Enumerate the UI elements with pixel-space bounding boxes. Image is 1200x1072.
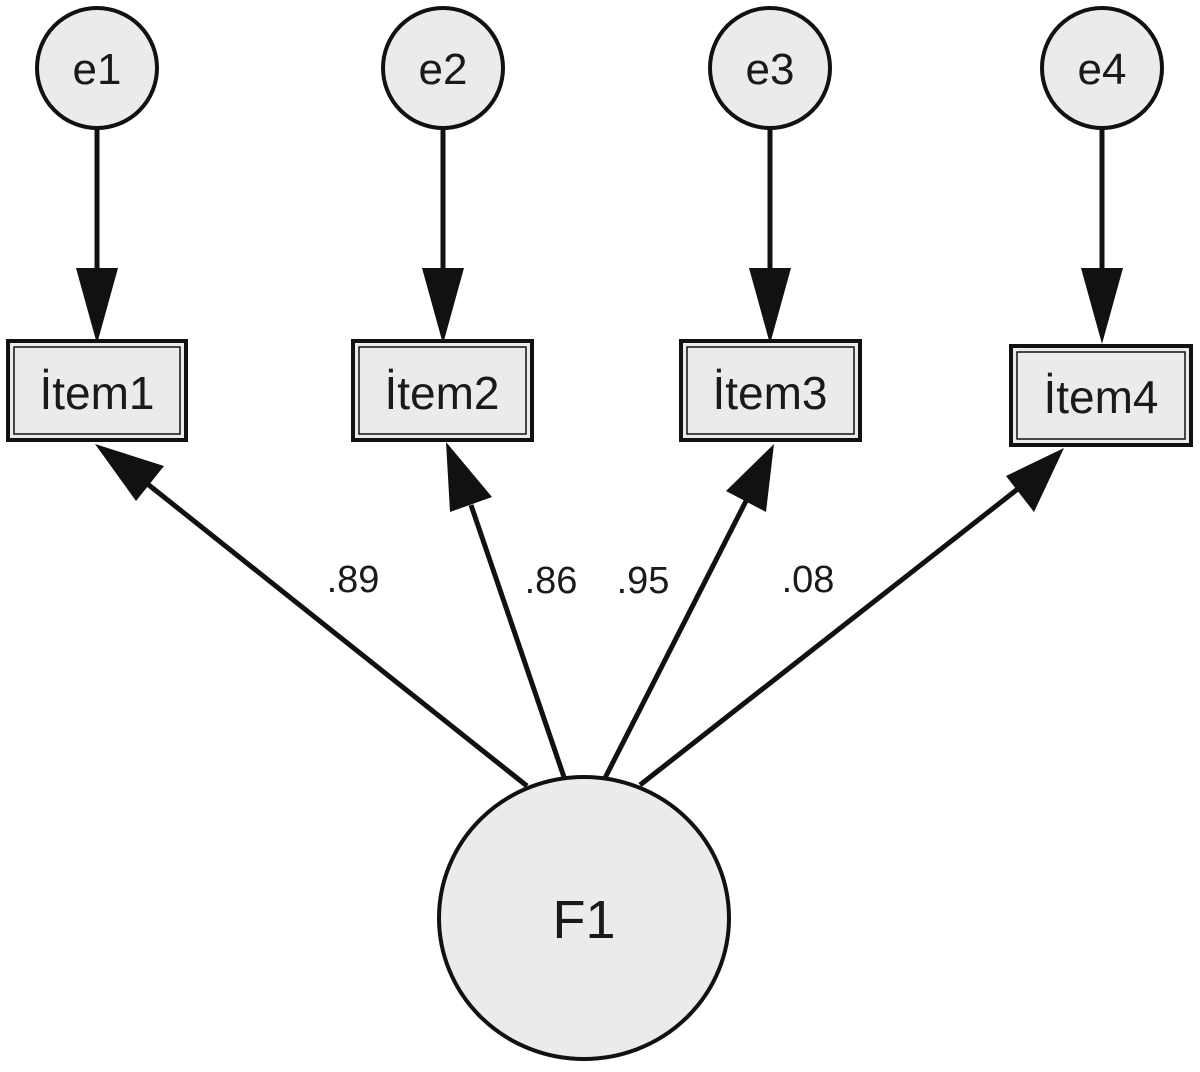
arrowhead-f1-item3	[726, 444, 774, 512]
arrowhead-f1-item4	[1006, 448, 1064, 512]
item-label-4: İtem4	[1043, 371, 1158, 423]
arrowhead-f1-item1	[95, 444, 164, 501]
error-label-e1: e1	[73, 45, 122, 94]
latent-factor-node: F1	[437, 775, 731, 1061]
path-f1-item3	[601, 499, 749, 782]
error-label-e4: e4	[1078, 45, 1127, 94]
latent-factor-label: F1	[552, 890, 615, 950]
loading-label-item3: .95	[617, 560, 670, 602]
path-f1-item4	[638, 486, 1021, 787]
item-label-2: İtem2	[384, 367, 499, 419]
arrowhead-e2-item2	[422, 268, 464, 344]
item-box-3: İtem3	[679, 339, 862, 442]
item-box-4: İtem4	[1009, 344, 1193, 447]
loading-label-item2: .86	[525, 560, 578, 602]
error-node-e3: e3	[708, 6, 832, 130]
error-node-e1: e1	[35, 6, 159, 130]
error-terms: e1 e2 e3 e4	[35, 6, 1164, 130]
observed-items: İtem1 İtem2 İtem3 İtem4	[6, 339, 1193, 447]
loading-label-item1: .89	[327, 559, 380, 601]
path-f1-item1	[138, 476, 529, 788]
error-paths	[76, 128, 1123, 344]
arrowhead-e4-item4	[1081, 268, 1123, 344]
item-label-1: İtem1	[39, 367, 154, 419]
error-label-e2: e2	[419, 45, 468, 94]
error-node-e2: e2	[381, 6, 505, 130]
item-box-2: İtem2	[351, 339, 534, 442]
loading-labels: .89 .86 .95 .08	[327, 559, 835, 602]
arrowhead-f1-item2	[446, 442, 492, 512]
error-label-e3: e3	[746, 45, 795, 94]
arrowhead-e3-item3	[749, 268, 791, 344]
path-f1-item2	[468, 504, 568, 781]
error-node-e4: e4	[1040, 6, 1164, 130]
arrowhead-e1-item1	[76, 268, 118, 344]
loading-paths	[95, 442, 1064, 788]
loading-label-item4: .08	[782, 559, 835, 601]
item-label-3: İtem3	[712, 367, 827, 419]
item-box-1: İtem1	[6, 339, 188, 442]
